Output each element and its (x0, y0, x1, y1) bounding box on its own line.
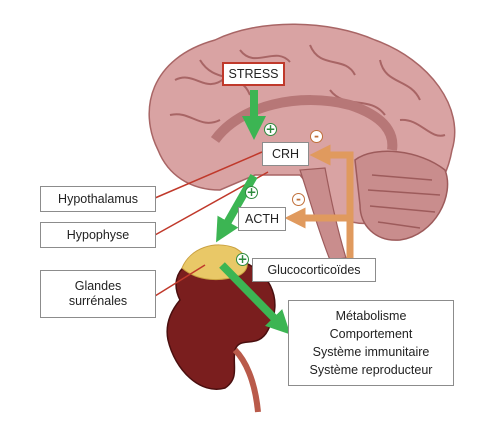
minus-sign-crh: - (310, 130, 323, 143)
effect-metabolisme: Métabolisme (335, 309, 407, 323)
plus-sign-crh: + (264, 122, 277, 136)
glandes-line-1: Glandes (74, 279, 122, 293)
effects-box: Métabolisme Comportement Système immunit… (288, 300, 454, 386)
glandes-line-2: surrénales (68, 294, 128, 308)
glucocorticoides-label: Glucocorticoïdes (252, 258, 376, 282)
crh-label: CRH (262, 142, 309, 166)
plus-sign-acth: + (245, 185, 258, 199)
effect-comportement: Comportement (329, 327, 413, 341)
glandes-surrenales-label: Glandes surrénales (40, 270, 156, 318)
plus-sign-glucocorticoides: + (236, 252, 249, 266)
hypothalamus-pointer (154, 151, 263, 199)
glandes-pointer (154, 264, 206, 297)
stress-label: STRESS (222, 62, 285, 86)
acth-label: ACTH (238, 207, 286, 231)
effect-systeme-reproducteur: Système reproducteur (309, 363, 433, 377)
feedback-arrows (284, 144, 354, 264)
hypothalamus-label: Hypothalamus (40, 186, 156, 212)
hypophyse-label: Hypophyse (40, 222, 156, 248)
stimulation-arrows (216, 90, 291, 335)
minus-sign-acth: - (292, 193, 305, 206)
effect-systeme-immunitaire: Système immunitaire (312, 345, 430, 359)
